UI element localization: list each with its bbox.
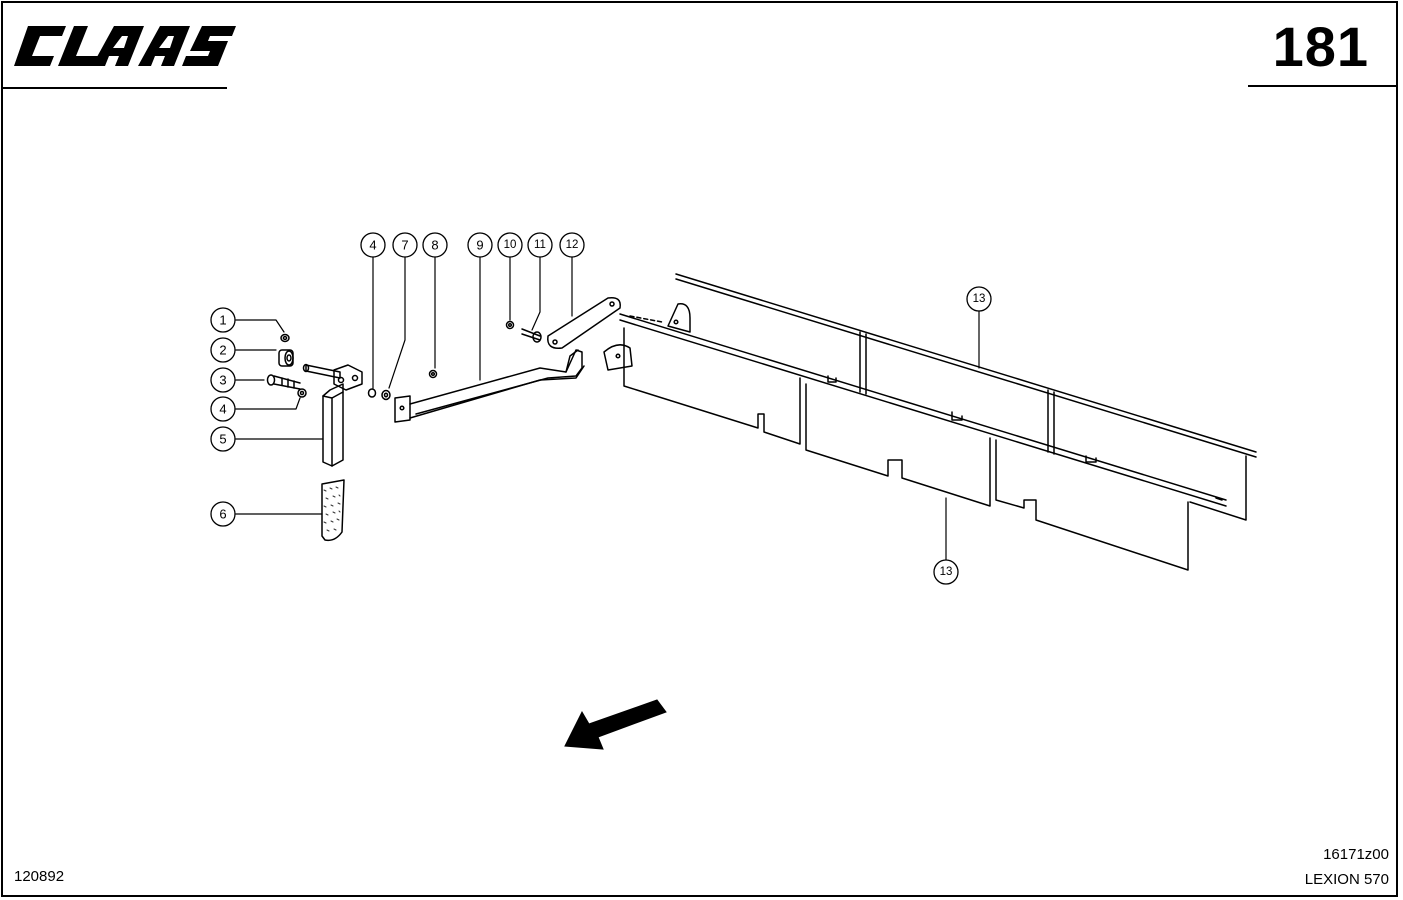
callout-5: 5: [210, 426, 236, 452]
part-nut: [280, 333, 290, 343]
part-bolt-3: [266, 374, 301, 390]
svg-text:9: 9: [476, 238, 483, 253]
page-number: 181: [1272, 15, 1369, 78]
svg-text:3: 3: [219, 373, 226, 388]
callout-11: 11: [527, 232, 553, 258]
svg-text:8: 8: [431, 238, 438, 253]
svg-text:7: 7: [401, 238, 408, 253]
part-washer-4b: [367, 388, 377, 398]
callout-13-upper: 13: [966, 286, 992, 312]
footer-drawing-code: 16171z00: [1323, 846, 1389, 863]
part-bolt-11: [521, 328, 542, 343]
svg-text:2: 2: [219, 343, 226, 358]
callouts: 1 2 3 4 5 6 4 7: [210, 232, 992, 585]
callout-9: 9: [467, 232, 493, 258]
logo-underline: [3, 87, 227, 89]
svg-text:4: 4: [369, 238, 376, 253]
callout-13-lower: 13: [933, 559, 959, 585]
svg-text:6: 6: [219, 507, 226, 522]
part-nut-7: [381, 389, 391, 401]
part-nut-8: [428, 369, 438, 379]
part-felt-pad-6: [321, 479, 345, 542]
page-number-underline: [1248, 85, 1398, 87]
part-rod-9: [394, 349, 585, 423]
callout-2: 2: [210, 337, 236, 363]
callout-8: 8: [422, 232, 448, 258]
part-bracket-5: [302, 363, 363, 467]
footer-model: LEXION 570: [1304, 871, 1389, 888]
svg-text:11: 11: [534, 239, 546, 251]
callout-12: 12: [559, 232, 585, 258]
callout-10: 10: [497, 232, 523, 258]
svg-text:13: 13: [973, 293, 986, 305]
svg-text:13: 13: [940, 566, 953, 578]
callout-7: 7: [392, 232, 418, 258]
callout-6: 6: [210, 501, 236, 527]
claas-logo-mark: [14, 26, 236, 66]
part-bushing: [278, 349, 294, 367]
svg-text:10: 10: [504, 239, 517, 251]
part-rail-13-upper: [667, 273, 1257, 521]
footer-left-code: 120892: [14, 868, 65, 885]
svg-text:12: 12: [566, 239, 579, 251]
svg-text:1: 1: [219, 313, 226, 328]
part-link-12: [547, 296, 621, 349]
callout-4-left: 4: [210, 396, 236, 422]
part-rail-13-lower: [603, 313, 1227, 571]
claas-logo: [14, 22, 236, 70]
callout-4-top: 4: [360, 232, 386, 258]
callout-3: 3: [210, 367, 236, 393]
part-washer-4: [297, 388, 307, 398]
arrow-down-left-icon: [564, 699, 667, 750]
svg-text:4: 4: [219, 402, 226, 417]
svg-text:5: 5: [219, 432, 226, 447]
part-nut-10: [505, 320, 515, 330]
callout-1: 1: [210, 307, 236, 333]
